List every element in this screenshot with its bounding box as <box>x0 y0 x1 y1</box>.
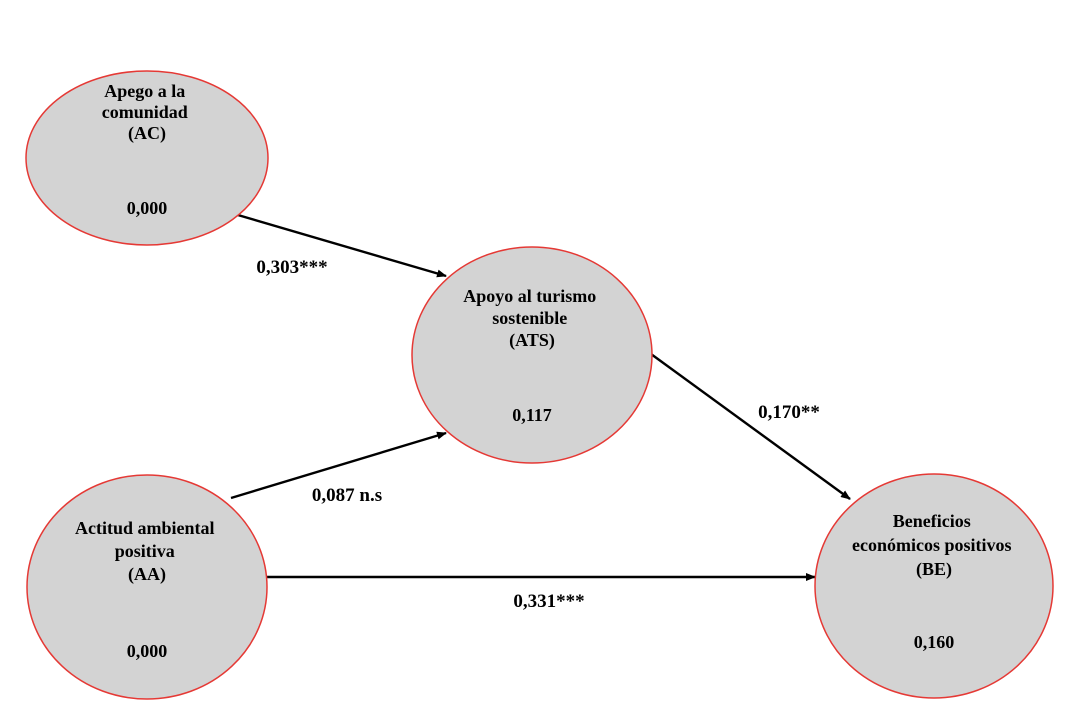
node-ac-value: 0,000 <box>127 198 168 218</box>
node-be-value: 0,160 <box>914 632 955 652</box>
node-aa-label: Actitud ambiental positiva (AA) <box>75 518 219 585</box>
edge-label-aa-ats: 0,087 n.s <box>312 485 382 506</box>
node-ac-ellipse <box>25 70 269 246</box>
edge-label-ac-ats: 0,303*** <box>256 257 327 278</box>
node-ats-value: 0,117 <box>512 405 552 425</box>
node-ac-label: Apego a la comunidad (AC) <box>102 81 193 144</box>
node-aa-value: 0,000 <box>127 641 168 661</box>
node-ac: Apego a la comunidad (AC) 0,000 <box>25 70 269 246</box>
node-aa-ellipse <box>26 474 268 700</box>
edge-label-aa-be: 0,331*** <box>513 591 584 612</box>
node-be-ellipse <box>814 473 1054 699</box>
arrow-aa-to-ats <box>230 431 447 500</box>
arrow-ats-to-be <box>650 353 851 500</box>
node-ats-label: Apoyo al turismo sostenible (ATS) <box>463 286 601 351</box>
node-ats-ellipse <box>411 246 653 464</box>
node-be-label: Beneficios económicos positivos (BE) <box>852 511 1016 580</box>
edge-label-ats-be: 0,170** <box>758 402 820 423</box>
arrow-ac-to-ats <box>230 211 447 278</box>
node-be: Beneficios económicos positivos (BE) 0,1… <box>814 473 1054 699</box>
node-ats: Apoyo al turismo sostenible (ATS) 0,117 <box>411 246 653 464</box>
node-aa: Actitud ambiental positiva (AA) 0,000 <box>26 474 268 700</box>
